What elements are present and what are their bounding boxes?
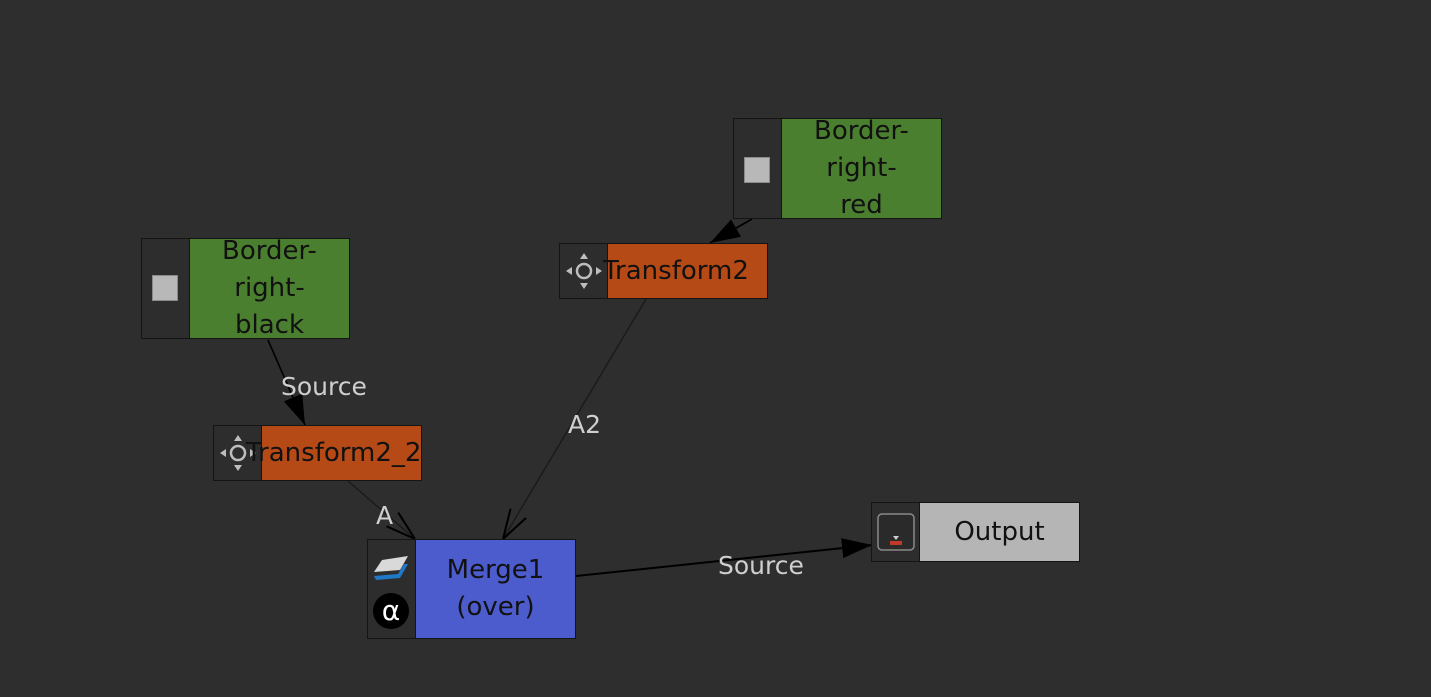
node-label: Transform2_2 [246, 426, 421, 480]
edge-border-black-to-transform2-2[interactable] [267, 339, 306, 426]
node-label: Border-right- red [782, 116, 941, 220]
move-icon [220, 435, 256, 471]
edge-transform2-to-merge1[interactable] [503, 298, 647, 539]
node-icon-cell [142, 239, 190, 338]
edge-label-a2: A2 [568, 410, 602, 439]
move-icon [566, 253, 602, 289]
node-label: Border-right- black [190, 236, 349, 340]
node-transform2-2[interactable]: Transform2_2 [213, 425, 422, 481]
node-border-right-red[interactable]: Border-right- red [733, 116, 942, 220]
square-icon [152, 275, 178, 301]
edge-merge1-to-output[interactable] [575, 538, 873, 577]
alpha-icon: α [373, 593, 409, 629]
node-label: Output [920, 503, 1079, 561]
node-label: Transform2 [603, 244, 767, 298]
node-label: Merge1 (over) [416, 540, 575, 638]
edge-label-a: A [376, 501, 394, 530]
node-icon-cell [734, 119, 782, 218]
node-border-right-black[interactable]: Border-right- black [141, 236, 350, 340]
node-icon-cell [560, 244, 608, 298]
edge-border-red-to-transform2[interactable] [709, 218, 753, 244]
node-output[interactable]: Output [871, 502, 1080, 562]
layers-icon [374, 556, 408, 580]
node-icon-cell [872, 503, 920, 561]
node-title: Transform2 [603, 255, 749, 286]
edge-label-source: Source [718, 551, 804, 580]
node-title: Transform2_2 [246, 437, 422, 468]
edge-label-source: Source [281, 372, 367, 401]
node-transform2[interactable]: Transform2 [559, 243, 768, 299]
edge-transform2-2-to-merge1[interactable] [347, 480, 415, 539]
svg-text:α: α [382, 594, 400, 627]
output-icon [877, 513, 915, 551]
node-icon-cell [214, 426, 262, 480]
node-merge1[interactable]: α Merge1 (over) [367, 539, 576, 639]
node-icon-cell: α [368, 540, 416, 638]
square-icon [744, 157, 770, 183]
